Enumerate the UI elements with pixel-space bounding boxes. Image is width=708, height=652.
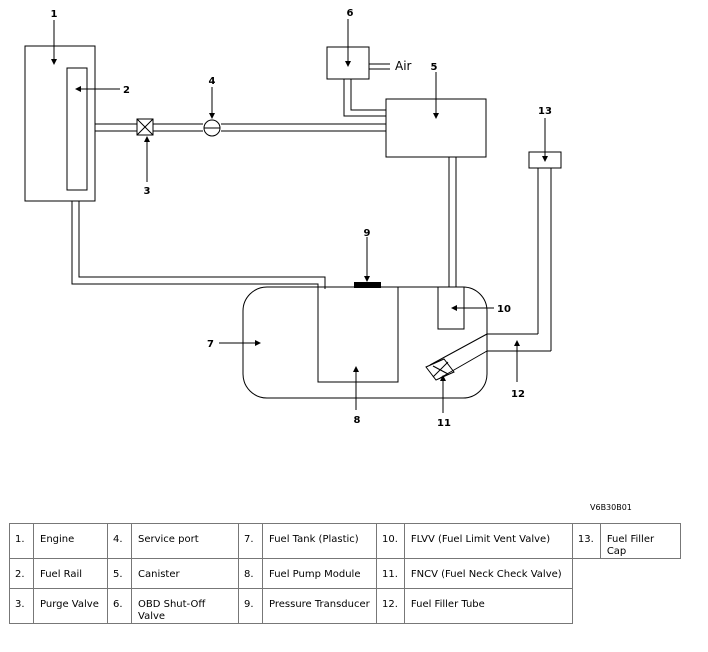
fncv-valve — [425, 358, 455, 381]
legend-number: 10. — [376, 523, 405, 559]
legend-row: 1. Engine 4. Service port 7. Fuel Tank (… — [9, 523, 681, 559]
purge-line — [95, 123, 386, 132]
air-label: Air — [395, 59, 412, 73]
callout-2: 2 — [123, 85, 130, 96]
callout-6: 6 — [347, 8, 354, 19]
legend-number: 12. — [376, 588, 405, 624]
legend-text: Fuel Rail — [33, 558, 108, 589]
legend-text: Purge Valve — [33, 588, 108, 624]
pressure-transducer — [354, 282, 381, 288]
legend-row: 3. Purge Valve 6. OBD Shut-Off Valve 9. … — [9, 588, 681, 624]
legend-text: Service port — [131, 523, 239, 559]
legend-empty-cell — [572, 589, 680, 624]
legend-number: 7. — [238, 523, 263, 559]
legend-number: 6. — [107, 588, 132, 624]
legend-number: 3. — [9, 588, 34, 624]
legend-text: Fuel Filler Cap — [599, 523, 681, 559]
service-port — [203, 119, 221, 137]
legend-number: 13. — [571, 523, 601, 559]
engine-box — [24, 45, 96, 202]
callout-9: 9 — [364, 228, 371, 239]
callout-1: 1 — [51, 9, 58, 20]
legend-text: FNCV (Fuel Neck Check Valve) — [403, 558, 573, 589]
legend-text: Canister — [131, 558, 239, 589]
fuel-evap-system-diagram: 1 2 3 4 5 6 7 8 9 10 11 12 13 Air — [24, 8, 562, 429]
fuel-tank — [242, 286, 488, 399]
callout-10: 10 — [497, 304, 511, 315]
legend-table: 1. Engine 4. Service port 7. Fuel Tank (… — [9, 523, 681, 624]
legend-number: 4. — [107, 523, 132, 559]
legend-text: FLVV (Fuel Limit Vent Valve) — [403, 523, 573, 559]
callout-12: 12 — [511, 389, 525, 400]
legend-row: 2. Fuel Rail 5. Canister 8. Fuel Pump Mo… — [9, 558, 681, 589]
callout-11: 11 — [437, 418, 451, 429]
legend-text: Engine — [33, 523, 108, 559]
legend-number: 1. — [9, 523, 34, 559]
callout-3: 3 — [144, 186, 151, 197]
purge-valve — [136, 118, 154, 136]
callout-13: 13 — [538, 106, 552, 117]
legend-text: Pressure Transducer — [262, 588, 377, 624]
legend-empty-cell — [572, 559, 680, 589]
legend-text: Fuel Pump Module — [262, 558, 377, 589]
callout-4: 4 — [209, 76, 216, 87]
fuel-filler-tube — [429, 168, 552, 379]
fuel-rail — [66, 67, 88, 191]
legend-number: 8. — [238, 558, 263, 589]
legend-number: 11. — [376, 558, 405, 589]
legend-number: 9. — [238, 588, 263, 624]
legend-number: 2. — [9, 558, 34, 589]
fuel-pump-module — [317, 287, 399, 383]
reference-code: V6B30B01 — [590, 503, 632, 512]
legend-text: Fuel Tank (Plastic) — [262, 523, 377, 559]
legend-number: 5. — [107, 558, 132, 589]
legend-text: Fuel Filler Tube — [403, 588, 573, 624]
callout-5: 5 — [431, 62, 438, 73]
legend-text: OBD Shut-Off Valve — [131, 588, 239, 624]
callout-7: 7 — [207, 339, 214, 350]
callout-8: 8 — [354, 415, 361, 426]
